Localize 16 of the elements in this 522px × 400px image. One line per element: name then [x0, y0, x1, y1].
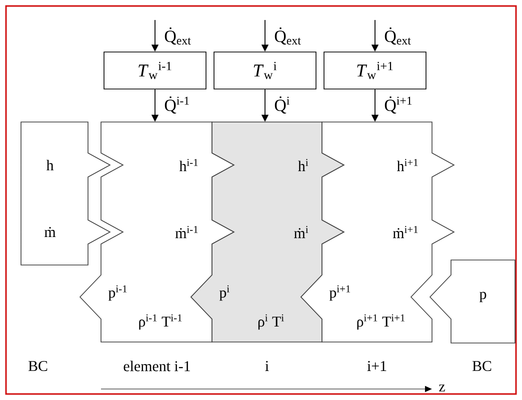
axis-label: element i-1: [124, 360, 190, 372]
edge-label: Q̇$_{ext}$: [384, 27, 411, 45]
boundary-box: p: [429, 260, 516, 344]
edge-label: Q̇$_{ext}$: [164, 27, 191, 45]
axis-label: BC: [28, 361, 48, 372]
wall-temperature-box: T$_{w}$i: [214, 52, 316, 90]
axis-label: BC: [472, 361, 492, 372]
wall-temperature-box: T$_{w}$i-1: [104, 52, 206, 90]
axis-label: z: [439, 384, 445, 392]
axis-label: i+1: [367, 361, 386, 371]
edge-label: Q̇$^{i-1}$: [164, 96, 189, 114]
wall-temperature-box: T$_{w}$i+1: [324, 52, 426, 90]
axis-label: i: [265, 361, 269, 371]
edge-label: Q̇$^{i+1}$: [384, 96, 412, 114]
edge-label: Q̇$_{ext}$: [274, 27, 301, 45]
edge-label: Q̇$^{i}$: [274, 96, 290, 114]
